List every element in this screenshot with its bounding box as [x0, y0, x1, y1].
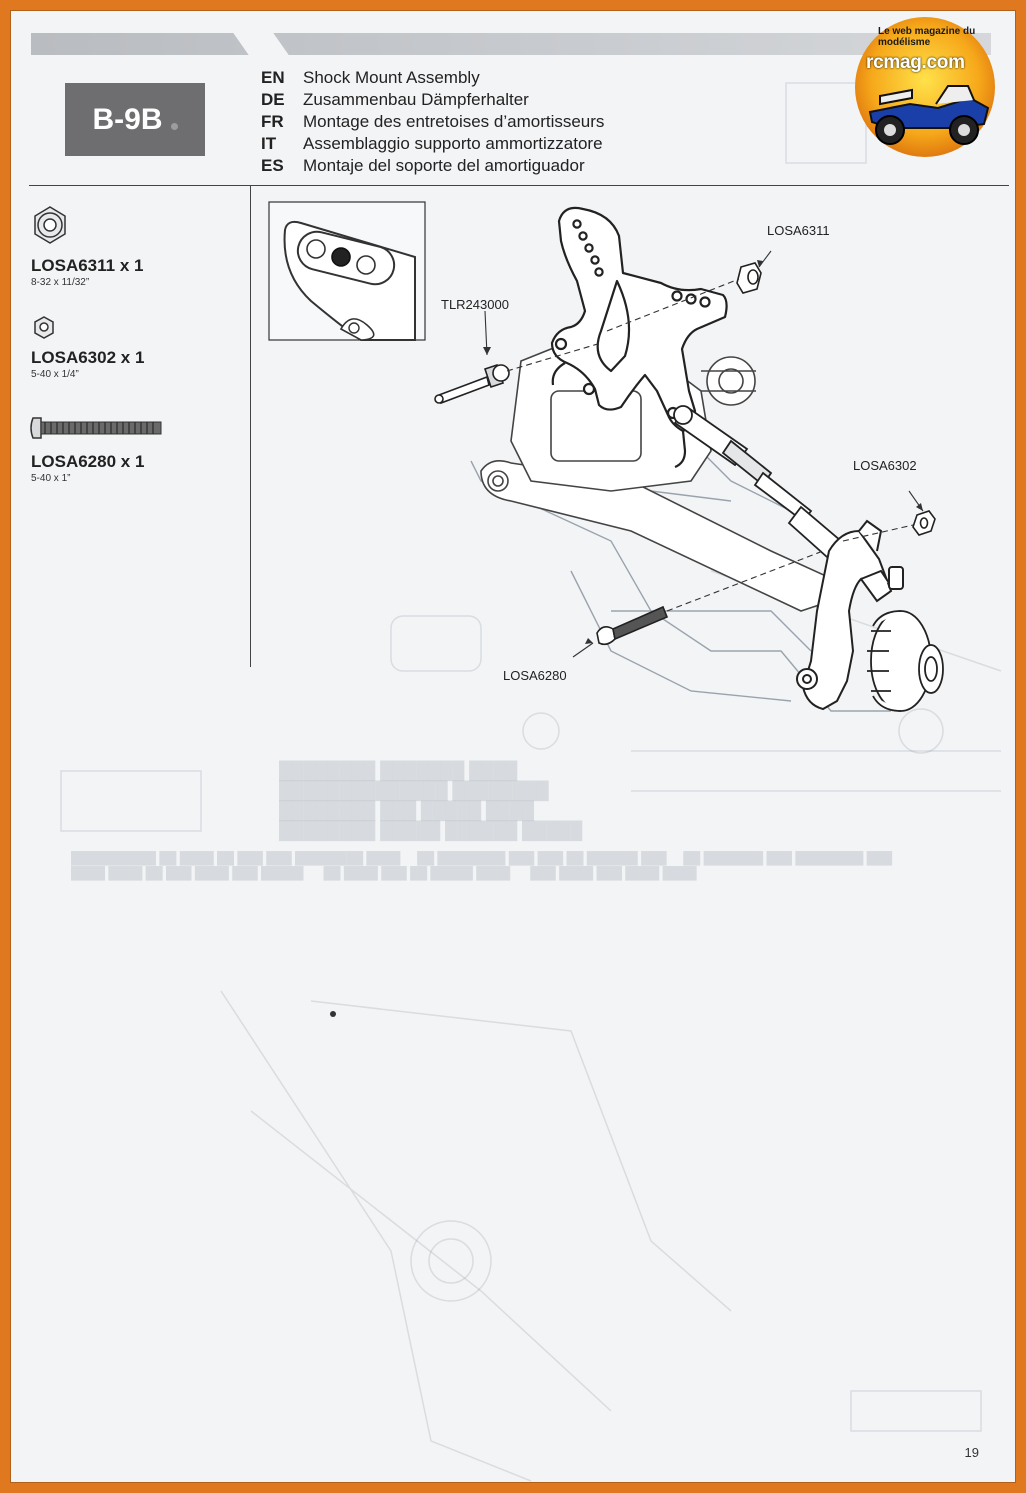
column-divider — [250, 185, 251, 667]
hex-nut-icon — [34, 316, 54, 339]
parts-icons — [30, 206, 162, 439]
screw-part — [596, 605, 669, 646]
callout-losa6280: LOSA6280 — [503, 668, 567, 683]
assembly-diagram — [268, 201, 944, 1017]
part-losa6311: LOSA6311 x 1 8-32 x 11/32” — [31, 256, 144, 288]
logo-brand: rcmag.com — [866, 52, 965, 73]
part-losa6302: LOSA6302 x 1 5-40 x 1/4” — [31, 348, 145, 380]
flange-nut-part — [736, 262, 762, 294]
page-number: 19 — [964, 1445, 979, 1460]
ball-stud-part — [434, 363, 510, 405]
callout-tlr243000: TLR243000 — [441, 297, 509, 312]
callout-losa6311: LOSA6311 — [767, 223, 830, 238]
nut-part — [912, 510, 936, 536]
hub-carrier — [796, 519, 904, 711]
bleed-through-text: ████████ ███████ ██████████████████ ████… — [279, 761, 583, 840]
ink-speck — [330, 1011, 336, 1017]
shock-absorber — [673, 405, 843, 559]
detail-inset — [268, 201, 426, 341]
rcmag-logo-icon — [855, 17, 995, 157]
header-bar — [31, 33, 991, 55]
section-divider — [29, 185, 1009, 186]
wheel-hub — [867, 610, 944, 712]
button-head-screw-icon — [30, 417, 162, 439]
callout-losa6302: LOSA6302 — [853, 458, 917, 473]
part-losa6280: LOSA6280 x 1 5-40 x 1” — [31, 452, 145, 484]
logo-tagline: Le web magazine du modélisme — [878, 26, 976, 48]
shock-tower — [550, 206, 728, 469]
step-badge: B-9B — [65, 83, 205, 156]
bleed-through-background — [60, 82, 1002, 1482]
step-id: B-9B — [92, 102, 163, 136]
hex-flange-nut-icon — [34, 206, 66, 244]
